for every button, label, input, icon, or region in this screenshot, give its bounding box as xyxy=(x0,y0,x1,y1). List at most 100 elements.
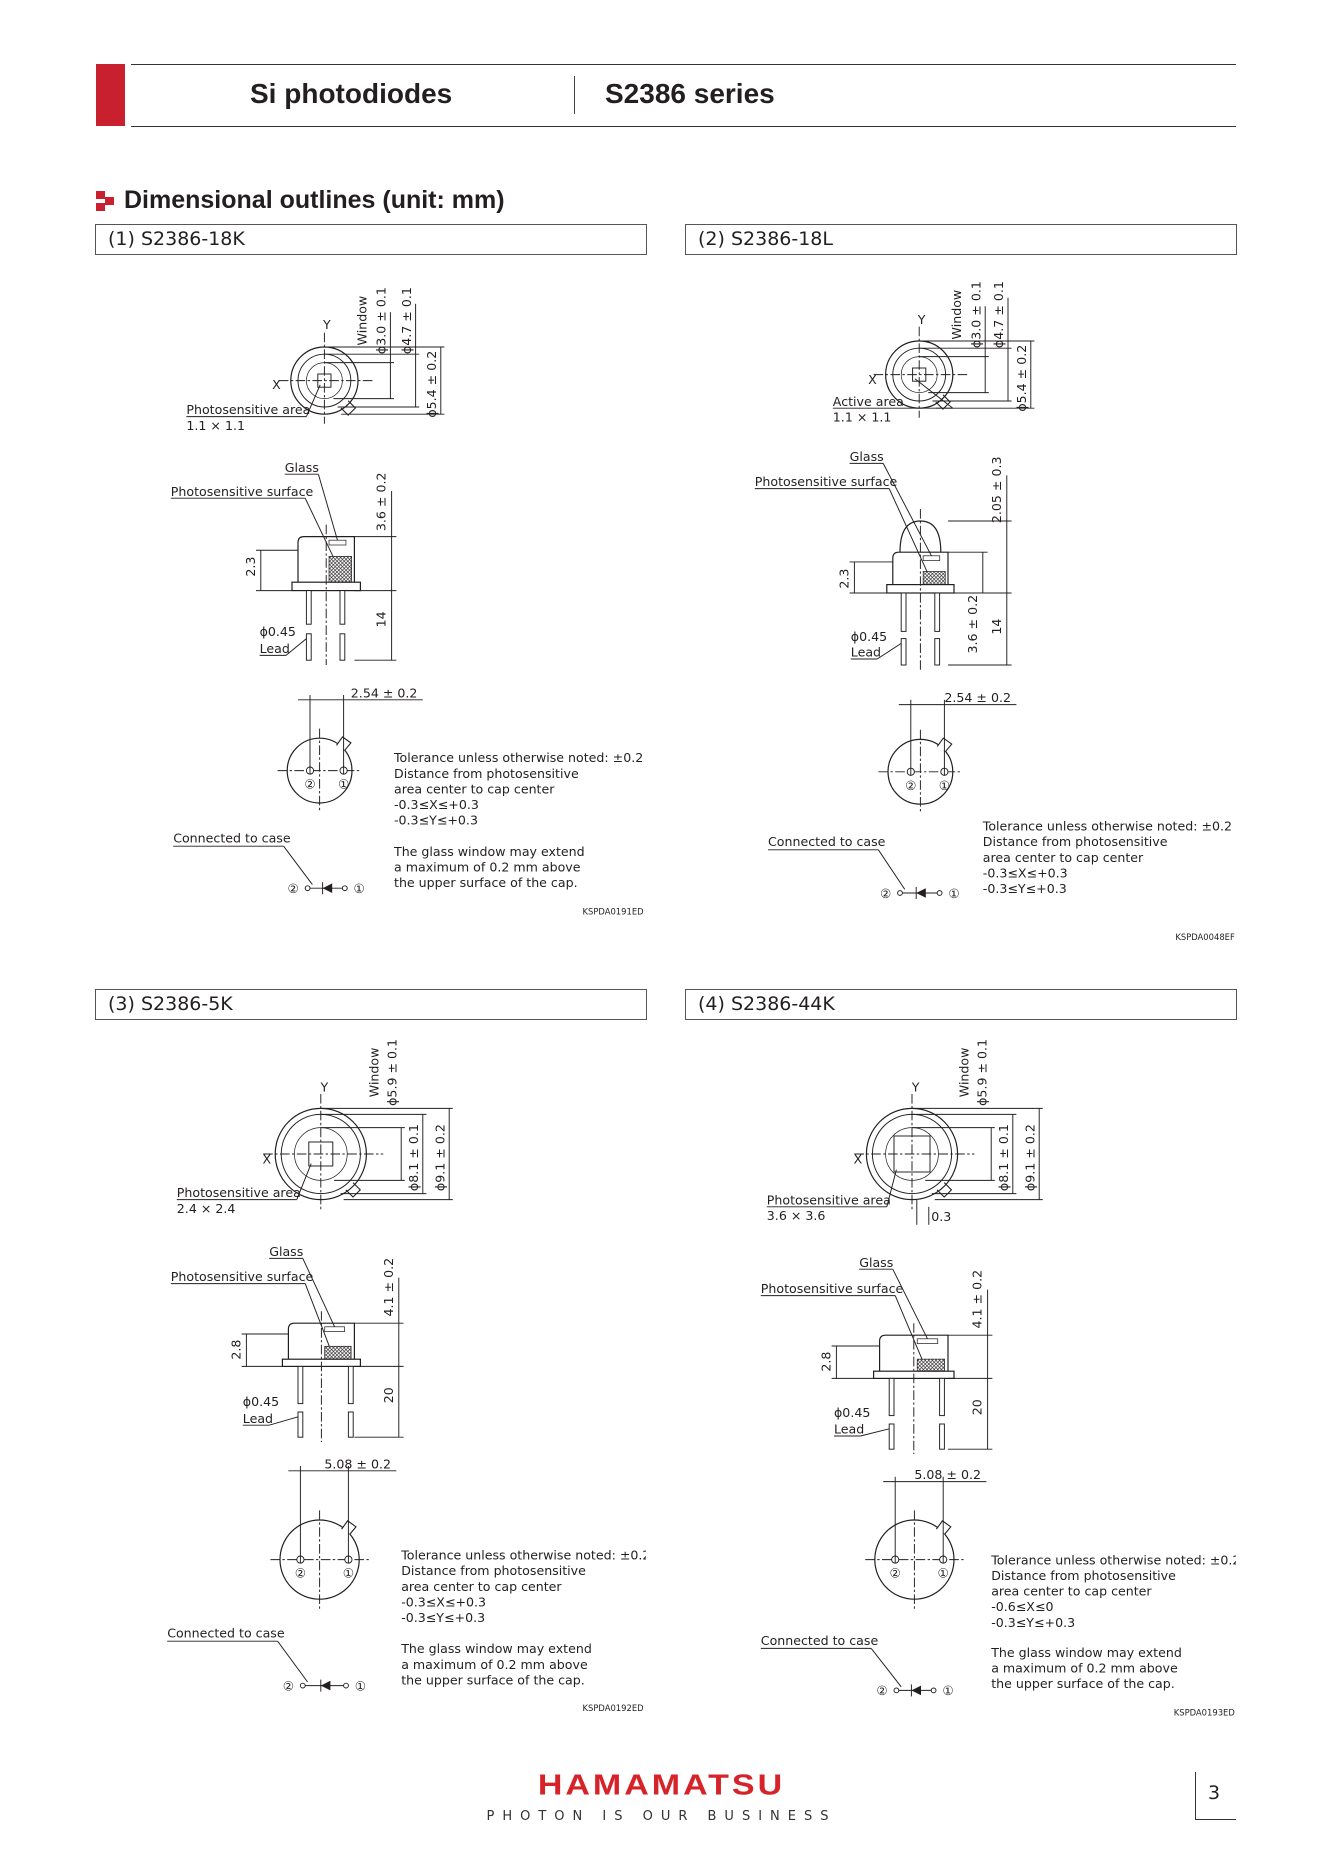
lead-diameter-label: ϕ0.45 xyxy=(243,1394,279,1409)
connected-to-case-label: Connected to case xyxy=(768,834,886,849)
area-size: 1.1 × 1.1 xyxy=(186,418,245,433)
cap-height-dim: 2.3 xyxy=(836,569,851,589)
outer-diameter-dim: ϕ5.4 ± 0.2 xyxy=(424,351,439,418)
index-tab xyxy=(345,1182,362,1198)
area-label: Photosensitive area xyxy=(767,1192,891,1207)
area-label: Photosensitive area xyxy=(186,402,310,417)
lead xyxy=(900,638,907,666)
glass-label: Glass xyxy=(850,449,884,464)
outer-diameter-dim: ϕ5.4 ± 0.2 xyxy=(1014,345,1029,412)
lead xyxy=(900,592,907,632)
area-size: 1.1 × 1.1 xyxy=(833,409,892,424)
surface-label: Photosensitive surface xyxy=(171,1269,314,1284)
window-label: Window xyxy=(354,296,369,346)
x-axis-label: X xyxy=(262,1152,271,1167)
tolerance-note: area center to cap center xyxy=(983,850,1144,865)
photodiode-symbol-icon xyxy=(322,883,333,893)
lead-length-dim: 14 xyxy=(989,619,1004,635)
surface-label: Photosensitive surface xyxy=(171,484,314,499)
header-accent-bar xyxy=(96,64,125,126)
panel-title-1: (1) S2386-18K xyxy=(95,224,647,255)
leader-line xyxy=(892,1268,928,1340)
pin-2-label: ② xyxy=(295,1566,306,1581)
height-dim: 3.6 ± 0.2 xyxy=(374,472,389,531)
section-title: Dimensional outlines (unit: mm) xyxy=(124,186,505,214)
offset-dim: 0.3 xyxy=(931,1209,951,1224)
glass-label: Glass xyxy=(285,460,319,475)
window-label: Window xyxy=(366,1048,381,1098)
cap-height-dim: 2.8 xyxy=(228,1340,243,1360)
connected-to-case-label: Connected to case xyxy=(761,1633,879,1648)
tolerance-note: -0.6≤X≤0 xyxy=(991,1599,1053,1614)
leader-line xyxy=(304,1283,330,1347)
leader-line xyxy=(305,384,321,417)
circuit-pin-1: ① xyxy=(948,886,959,901)
glass-note: The glass window may extend xyxy=(393,844,585,859)
leader-line xyxy=(860,1428,890,1437)
connected-to-case-label: Connected to case xyxy=(167,1626,285,1641)
glass-window xyxy=(324,1326,345,1332)
terminal xyxy=(936,890,943,896)
height-dim: 4.1 ± 0.2 xyxy=(381,1258,396,1317)
lead xyxy=(934,592,941,632)
lead xyxy=(347,1365,354,1405)
lead xyxy=(939,1423,945,1450)
window-label: Window xyxy=(956,1048,971,1098)
cap-diameter-dim: ϕ8.1 ± 0.1 xyxy=(996,1124,1011,1191)
tolerance-note: Tolerance unless otherwise noted: ±0.2 xyxy=(393,750,643,765)
terminal xyxy=(930,1687,937,1694)
circuit-pin-2: ② xyxy=(876,1683,887,1698)
chip-mount xyxy=(328,555,352,583)
pin-1-label: ① xyxy=(939,778,950,793)
tolerance-note: -0.3≤Y≤+0.3 xyxy=(991,1615,1075,1630)
drawing-code: KSPDA0193ED xyxy=(1174,1708,1235,1718)
circuit-pin-2: ② xyxy=(288,881,299,896)
window-diameter-dim: ϕ5.9 ± 0.1 xyxy=(384,1039,399,1106)
index-tab xyxy=(936,1182,953,1198)
lead xyxy=(297,1365,304,1405)
lead xyxy=(297,1411,304,1438)
tolerance-note: -0.3≤X≤+0.3 xyxy=(983,865,1068,880)
lead-diameter-label: ϕ0.45 xyxy=(851,629,887,644)
circuit-pin-2: ② xyxy=(880,886,891,901)
glass-note: a maximum of 0.2 mm above xyxy=(991,1660,1178,1675)
drawing-code: KSPDA0048EF xyxy=(1175,932,1235,942)
photodiode-symbol-icon xyxy=(320,1680,331,1691)
terminal xyxy=(343,1682,349,1689)
pin-2-label: ② xyxy=(890,1566,901,1581)
glass-window xyxy=(916,1338,939,1344)
y-axis-label: Y xyxy=(322,317,331,332)
header-divider xyxy=(574,76,575,114)
panel-title-4: (4) S2386-44K xyxy=(685,989,1237,1020)
circuit-pin-1: ① xyxy=(355,1678,366,1693)
lead-label: Lead xyxy=(243,1411,273,1426)
leader-line xyxy=(283,845,313,885)
lead xyxy=(939,1377,945,1417)
header-bottom-rule xyxy=(131,126,1236,127)
leader-line xyxy=(882,463,932,557)
chip-mount xyxy=(922,571,946,585)
circuit-pin-1: ① xyxy=(354,881,365,896)
leader-line xyxy=(269,1416,299,1426)
lead xyxy=(888,1423,895,1450)
leader-line xyxy=(914,378,954,409)
cap-side xyxy=(879,1334,949,1372)
tolerance-note: area center to cap center xyxy=(394,781,555,796)
logo-tagline: PHOTON IS OUR BUSINESS xyxy=(486,1809,837,1824)
header-category: Si photodiodes xyxy=(250,78,453,109)
leader-line xyxy=(302,1258,336,1328)
lead xyxy=(934,638,941,666)
page-number: 3 xyxy=(1208,1782,1221,1804)
glass-note: The glass window may extend xyxy=(400,1641,592,1656)
glass-note: the upper surface of the cap. xyxy=(401,1672,585,1687)
cap-side xyxy=(287,1322,355,1360)
leader-line xyxy=(304,497,334,557)
tolerance-note: area center to cap center xyxy=(401,1579,562,1594)
drawing-code: KSPDA0192ED xyxy=(583,1703,644,1713)
cap-diameter-dim: ϕ4.7 ± 0.1 xyxy=(399,287,414,354)
height-dim: 4.1 ± 0.2 xyxy=(970,1270,985,1329)
window-diameter-dim: ϕ5.9 ± 0.1 xyxy=(974,1039,989,1106)
lead-label: Lead xyxy=(834,1422,864,1437)
